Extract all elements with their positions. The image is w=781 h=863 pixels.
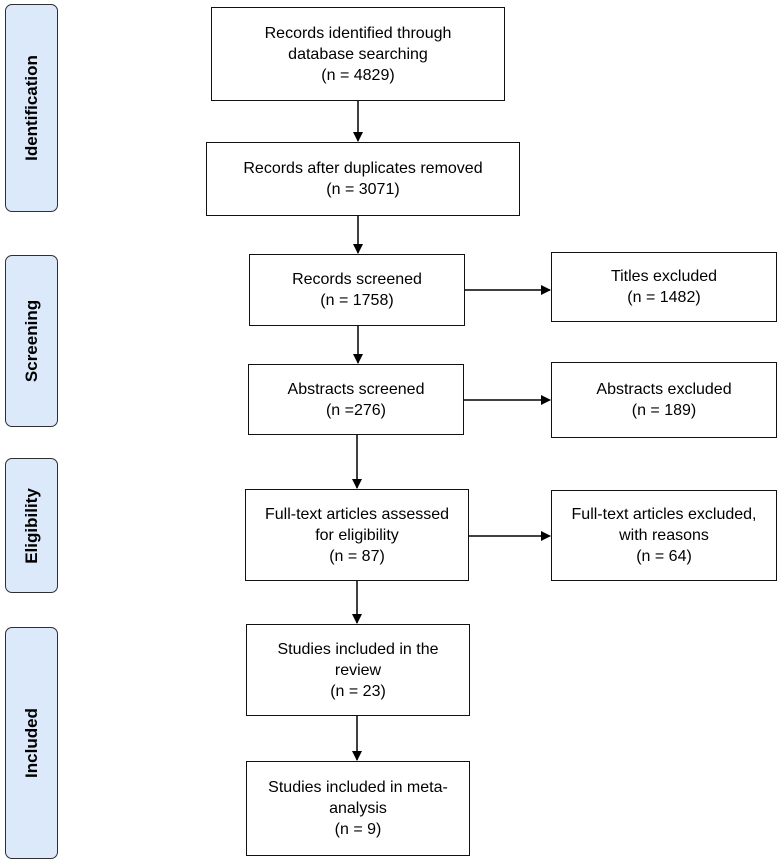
records-after-duplicates-line1: Records after duplicates removed [243, 160, 483, 177]
phase-eligibility: Eligibility [5, 458, 58, 593]
phase-included: Included [5, 627, 58, 859]
abstracts-screened-count: (n =276) [325, 401, 387, 419]
records-after-duplicates-box: Records after duplicates removed (n = 30… [206, 142, 520, 216]
fulltext-assessed-line2: for eligibility [315, 526, 399, 544]
included-meta-count: (n = 9) [334, 821, 382, 838]
records-identified-line1: Records identified through [264, 24, 452, 42]
included-meta-line2: analysis [329, 800, 387, 817]
titles-excluded-line1: Titles excluded [610, 268, 718, 285]
included-review-line2: review [334, 661, 382, 679]
phase-identification: Identification [5, 4, 58, 212]
records-after-duplicates-count: (n = 3071) [326, 181, 400, 198]
records-screened-box: Records screened (n = 1758) [249, 254, 465, 326]
phase-screening: Screening [5, 255, 58, 427]
fulltext-excluded-count: (n = 64) [636, 548, 692, 565]
records-screened-line1: Records screened [292, 271, 422, 288]
included-meta-line1: Studies included in meta- [268, 779, 448, 796]
records-identified-count: (n = 4829) [321, 66, 395, 84]
abstracts-excluded-box: Abstracts excluded (n = 189) [551, 362, 777, 438]
records-identified-line2: database searching [288, 45, 428, 63]
fulltext-assessed-line1: Full-text articles assessed [264, 505, 450, 523]
abstracts-excluded-count: (n = 189) [631, 402, 697, 419]
abstracts-screened-line1: Abstracts screened [287, 380, 425, 398]
titles-excluded-box: Titles excluded (n = 1482) [551, 252, 777, 322]
fulltext-assessed-box: Full-text articles assessed for eligibil… [245, 489, 469, 581]
fulltext-excluded-line1: Full-text articles excluded, [571, 506, 757, 523]
included-meta-box: Studies included in meta- analysis (n = … [246, 761, 470, 856]
included-review-line1: Studies included in the [277, 640, 439, 658]
records-identified-box: Records identified through database sear… [211, 7, 505, 101]
titles-excluded-count: (n = 1482) [627, 289, 701, 306]
abstracts-screened-box: Abstracts screened (n =276) [248, 364, 464, 435]
records-screened-count: (n = 1758) [320, 292, 394, 309]
abstracts-excluded-line1: Abstracts excluded [596, 381, 732, 398]
included-review-box: Studies included in the review (n = 23) [246, 624, 470, 716]
fulltext-assessed-count: (n = 87) [329, 547, 385, 565]
fulltext-excluded-line2: with reasons [619, 527, 709, 544]
fulltext-excluded-box: Full-text articles excluded, with reason… [551, 490, 777, 581]
included-review-count: (n = 23) [330, 682, 386, 700]
